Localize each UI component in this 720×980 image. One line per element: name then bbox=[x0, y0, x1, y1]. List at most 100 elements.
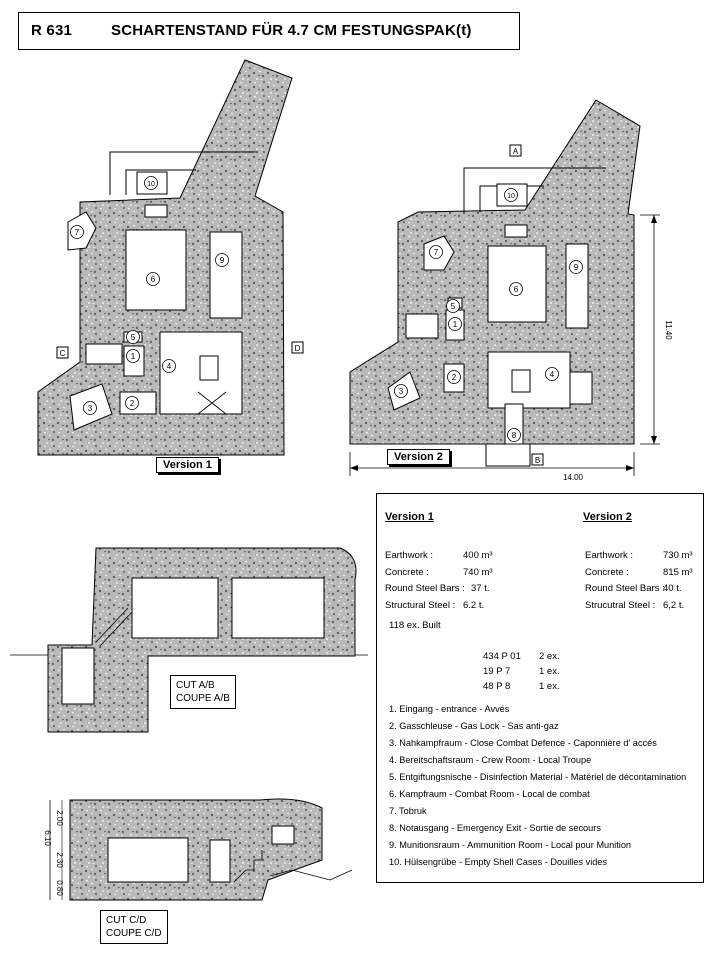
v2-earthwork-value: 730 m³ bbox=[663, 550, 693, 561]
v1-concrete-value: 740 m³ bbox=[463, 567, 493, 578]
v1-earthwork-value: 400 m³ bbox=[463, 550, 493, 561]
plan-version-2: 14.00 11.40 bbox=[349, 99, 673, 482]
section-ab-drawing bbox=[10, 547, 368, 733]
v2-concrete-value: 815 m³ bbox=[663, 567, 693, 578]
room-number: 4 bbox=[550, 370, 555, 379]
legend-item: 10. Hülsengrübe - Empty Shell Cases - Do… bbox=[389, 857, 608, 867]
section-marker-d bbox=[291, 341, 304, 354]
firing-sector-v1 bbox=[109, 151, 258, 195]
dim-arrow bbox=[626, 465, 634, 471]
version-1-heading: Version 1 bbox=[385, 511, 434, 523]
section-marker-a bbox=[509, 144, 522, 157]
room-number: 1 bbox=[453, 320, 458, 329]
room-marker bbox=[125, 396, 139, 410]
room-number: 6 bbox=[151, 275, 156, 284]
cut-cd-line2: COUPE C/D bbox=[106, 928, 162, 939]
v1-structural-steel-label: Structural Steel : bbox=[385, 600, 456, 611]
stair-shaft-ab bbox=[61, 647, 95, 705]
info-panel: Version 1 Version 2 Earthwork : 400 m³ C… bbox=[376, 493, 704, 883]
room-number: 7 bbox=[75, 228, 80, 237]
room-marker bbox=[507, 428, 521, 442]
v1-steel-bars-value: 37 t. bbox=[471, 583, 490, 594]
cut-cd-line1: CUT C/D bbox=[106, 915, 147, 926]
room-number: 5 bbox=[451, 302, 456, 311]
v2-structural-steel-label: Strucutral Steel : bbox=[585, 600, 656, 611]
cut-ab-label: CUT A/B COUPE A/B bbox=[170, 675, 236, 709]
room-marker bbox=[545, 367, 559, 381]
variant-name: 434 P 01 bbox=[483, 651, 521, 662]
room-marker bbox=[394, 384, 408, 398]
stairs-ab bbox=[95, 607, 133, 647]
legend-item: 4. Bereitschaftsraum - Crew Room - Local… bbox=[389, 755, 592, 765]
dim-cd-0-80: 0.80 bbox=[55, 880, 64, 896]
dim-width: 14.00 bbox=[563, 473, 584, 482]
room-marker bbox=[70, 225, 84, 239]
section-marker-d-label: D bbox=[295, 344, 301, 353]
cut-cd-label: CUT C/D COUPE C/D bbox=[100, 910, 168, 944]
section-marker-c bbox=[56, 346, 69, 359]
dim-cd-2-00: 2.00 bbox=[55, 810, 64, 826]
room-number: 3 bbox=[88, 404, 93, 413]
section-marker-b-label: B bbox=[535, 456, 540, 465]
room-marker bbox=[144, 176, 158, 190]
embrasure-v1 bbox=[144, 204, 168, 218]
legend-item: 7. Tobruk bbox=[389, 806, 427, 816]
section-markers: A B C D bbox=[56, 144, 544, 466]
room-number: 9 bbox=[220, 256, 225, 265]
table-v1 bbox=[199, 355, 219, 381]
room-cd-main bbox=[107, 837, 189, 883]
v1-structural-steel-value: 6.2 t. bbox=[463, 600, 485, 611]
room-marker bbox=[126, 330, 140, 344]
dim-arrow bbox=[350, 465, 358, 471]
room-4-v1 bbox=[159, 331, 243, 415]
variant-count: 1 ex. bbox=[539, 681, 560, 692]
room-marker bbox=[504, 188, 518, 202]
room-cd-small bbox=[209, 839, 231, 883]
emergency-exit-shaft bbox=[485, 443, 531, 467]
legend-item: 8. Notausgang - Emergency Exit - Sortie … bbox=[389, 823, 601, 833]
room-marker bbox=[215, 253, 229, 267]
legend-item: 5. Entgiftungsnische - Disinfection Mate… bbox=[389, 772, 687, 782]
v2-steel-bars-label: Round Steel Bars : bbox=[585, 583, 665, 594]
room-9-v1 bbox=[209, 231, 243, 319]
room-ab-left bbox=[131, 577, 219, 639]
room-6-v1 bbox=[125, 229, 187, 311]
variant-name: 48 P 8 bbox=[483, 681, 511, 692]
dim-cd-6-10: 6.10 bbox=[43, 830, 52, 846]
dim-arrow bbox=[651, 436, 657, 444]
room-number: 1 bbox=[131, 352, 136, 361]
variant-count: 1 ex. bbox=[539, 666, 560, 677]
room-number: 2 bbox=[452, 373, 457, 382]
room-number: 2 bbox=[130, 399, 135, 408]
table-v2 bbox=[511, 369, 531, 393]
v2-concrete-label: Concrete : bbox=[585, 567, 629, 578]
room-marker bbox=[83, 401, 97, 415]
room-marker bbox=[146, 272, 160, 286]
stairs-v1 bbox=[85, 343, 123, 365]
legend-item: 2. Gasschleuse - Gas Lock - Sas anti-gaz bbox=[389, 721, 559, 731]
room-number: 10 bbox=[507, 193, 515, 200]
legend-item: 1. Eingang - entrance - Avvés bbox=[389, 704, 510, 714]
room-marker bbox=[162, 359, 176, 373]
embrasure-v2 bbox=[504, 224, 528, 238]
plan-version-1 bbox=[37, 59, 293, 456]
room-number: 5 bbox=[131, 333, 136, 342]
v1-steel-bars-label: Round Steel Bars : bbox=[385, 583, 465, 594]
room-number: 6 bbox=[514, 285, 519, 294]
legend-item: 3. Nahkampfraum - Close Combat Defence -… bbox=[389, 738, 657, 748]
room-4-v2 bbox=[487, 351, 571, 409]
room-number: 8 bbox=[512, 431, 517, 440]
v1-built-count: 118 ex. Built bbox=[389, 620, 441, 631]
drawing-title: SCHARTENSTAND FÜR 4.7 CM FESTUNGSPAK(t) bbox=[111, 22, 472, 39]
v2-earthwork-label: Earthwork : bbox=[585, 550, 634, 561]
room-marker bbox=[447, 370, 461, 384]
room-legend: 1. Eingang - entrance - Avvés 2. Gasschl… bbox=[389, 704, 686, 874]
version-2-label: Version 2 bbox=[387, 449, 450, 465]
room-marker bbox=[126, 349, 140, 363]
stairs-v2 bbox=[405, 313, 439, 339]
room-number: 4 bbox=[167, 362, 172, 371]
section-cd-drawing: 2.00 6.10 2.30 0.80 bbox=[43, 798, 353, 901]
cut-ab-line1: CUT A/B bbox=[176, 680, 215, 691]
